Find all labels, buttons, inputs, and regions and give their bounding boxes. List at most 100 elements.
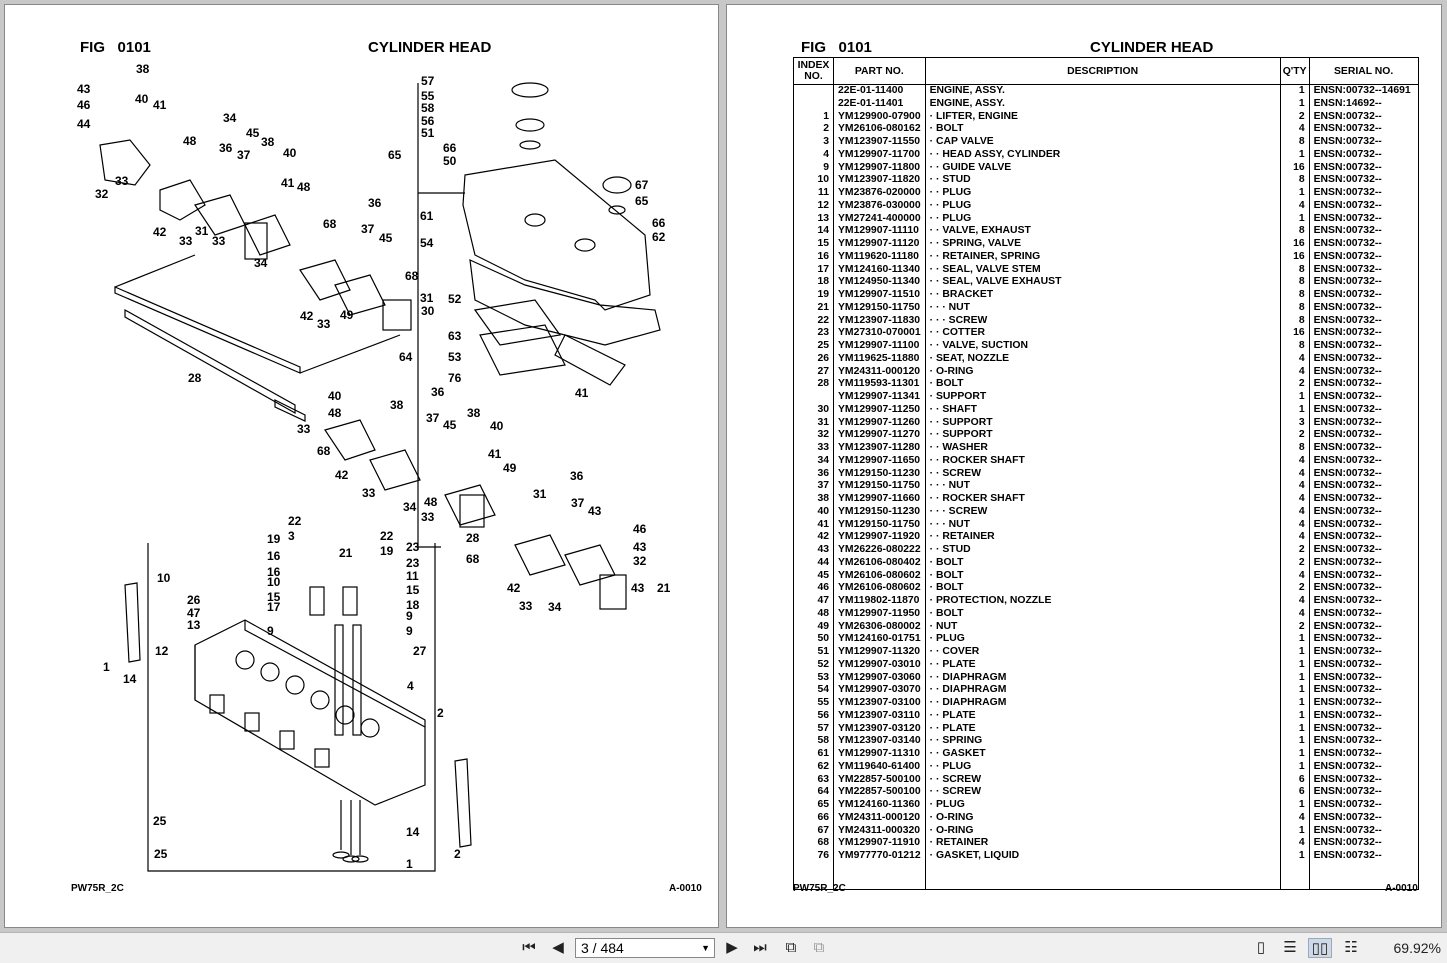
row-description: · · SCREW (924, 773, 1281, 787)
row-serial: ENSN:00732-- (1308, 174, 1419, 187)
row-serial: ENSN:00732-- (1308, 569, 1419, 583)
row-qty: 8 (1279, 314, 1310, 328)
callout-number: 66 (652, 216, 666, 230)
row-part-no: YM129150-11750 (833, 480, 926, 493)
row-serial: ENSN:00732-- (1308, 378, 1419, 391)
callout-number: 34 (403, 500, 417, 514)
row-qty: 6 (1279, 773, 1310, 787)
callout-number: 23 (406, 540, 420, 554)
row-index: 38 (793, 493, 834, 506)
row-index: 45 (793, 569, 834, 583)
row-part-no: YM129907-11120 (833, 238, 926, 251)
row-description: · · PLUG (924, 187, 1281, 200)
callout-number: 1 (406, 857, 413, 871)
row-description: · · SEAL, VALVE STEM (924, 263, 1281, 277)
callout-number: 27 (413, 644, 427, 658)
row-qty: 8 (1279, 225, 1310, 238)
prev-page-button[interactable]: ◀ (547, 938, 569, 958)
row-qty: 4 (1279, 467, 1310, 481)
row-serial: ENSN:00732-- (1308, 289, 1419, 302)
callout-number: 68 (323, 217, 337, 231)
row-qty: 8 (1279, 263, 1310, 277)
callout-number: 46 (77, 98, 91, 112)
page-number-select[interactable]: 3 / 484▼ (575, 938, 715, 958)
callout-number: 43 (633, 540, 647, 554)
row-part-no: YM119640-61400 (833, 760, 926, 774)
zoom-level[interactable]: 69.92% (1393, 940, 1441, 956)
left-page-diagram: FIG 0101 CYLINDER HEAD (4, 4, 719, 928)
row-index (793, 84, 834, 98)
rotate-back-button[interactable]: ⧉ (808, 938, 830, 958)
row-part-no: YM124160-11360 (833, 799, 926, 812)
row-index: 21 (793, 301, 834, 315)
first-page-button[interactable]: ⏮ (518, 938, 540, 958)
row-description: · · GUIDE VALVE (924, 161, 1281, 175)
single-page-view-button[interactable]: ▯ (1250, 938, 1272, 958)
row-index: 14 (793, 225, 834, 238)
row-description: · · VALVE, EXHAUST (924, 225, 1281, 238)
two-page-continuous-view-button[interactable]: ☷ (1340, 938, 1362, 958)
continuous-view-button[interactable]: ☰ (1279, 938, 1301, 958)
row-part-no: YM22857-500100 (833, 786, 926, 799)
row-qty: 4 (1279, 811, 1310, 825)
row-part-no: YM129150-11750 (833, 301, 926, 315)
row-description: · · PLATE (924, 658, 1281, 672)
row-serial: ENSN:00732-- (1308, 365, 1419, 379)
row-part-no: YM123907-11820 (833, 174, 926, 187)
page-title: CYLINDER HEAD (368, 39, 492, 56)
next-page-button[interactable]: ▶ (721, 938, 743, 958)
row-description: · · · NUT (924, 301, 1281, 315)
callout-number: 12 (155, 644, 169, 658)
row-qty: 16 (1279, 250, 1310, 264)
callout-number: 37 (237, 148, 251, 162)
callout-number: 37 (361, 222, 375, 236)
row-serial: ENSN:00732-- (1308, 850, 1419, 863)
row-part-no: YM119802-11870 (833, 595, 926, 608)
callout-number: 31 (533, 487, 547, 501)
footer-model: PW75R_2C (71, 883, 124, 894)
callout-number: 38 (261, 135, 275, 149)
row-part-no: YM26106-080162 (833, 123, 926, 136)
row-index: 9 (793, 161, 834, 175)
callout-number: 18 (406, 598, 420, 612)
callout-number: 31 (195, 224, 209, 238)
row-part-no: YM129900-07900 (833, 110, 926, 124)
callout-number: 45 (379, 231, 393, 245)
last-page-button[interactable]: ⏭ (749, 938, 771, 958)
row-qty: 4 (1279, 531, 1310, 544)
row-index: 46 (793, 582, 834, 595)
callout-number: 51 (421, 126, 435, 140)
row-serial: ENSN:00732-- (1308, 646, 1419, 659)
row-index: 58 (793, 735, 834, 748)
row-qty: 1 (1279, 646, 1310, 659)
row-description: · SEAT, NOZZLE (924, 352, 1281, 366)
callout-number: 42 (507, 581, 521, 595)
row-serial: ENSN:00732-- (1308, 735, 1419, 748)
row-qty: 1 (1279, 671, 1310, 685)
row-qty: 4 (1279, 518, 1310, 532)
row-description: · · DIAPHRAGM (924, 697, 1281, 710)
row-description: · · SEAL, VALVE EXHAUST (924, 276, 1281, 289)
callout-number: 66 (443, 141, 457, 155)
row-index: 66 (793, 811, 834, 825)
callout-number: 52 (448, 292, 462, 306)
row-serial: ENSN:00732-- (1308, 110, 1419, 124)
rotate-button[interactable]: ⧉ (780, 938, 802, 958)
row-qty: 8 (1279, 289, 1310, 302)
row-part-no: YM27241-400000 (833, 212, 926, 226)
row-index: 10 (793, 174, 834, 187)
row-qty: 8 (1279, 340, 1310, 353)
row-index: 43 (793, 544, 834, 557)
row-index: 63 (793, 773, 834, 787)
callout-number: 40 (490, 419, 504, 433)
row-serial: ENSN:00732-- (1308, 454, 1419, 468)
two-page-view-button[interactable]: ▯▯ (1308, 938, 1332, 958)
